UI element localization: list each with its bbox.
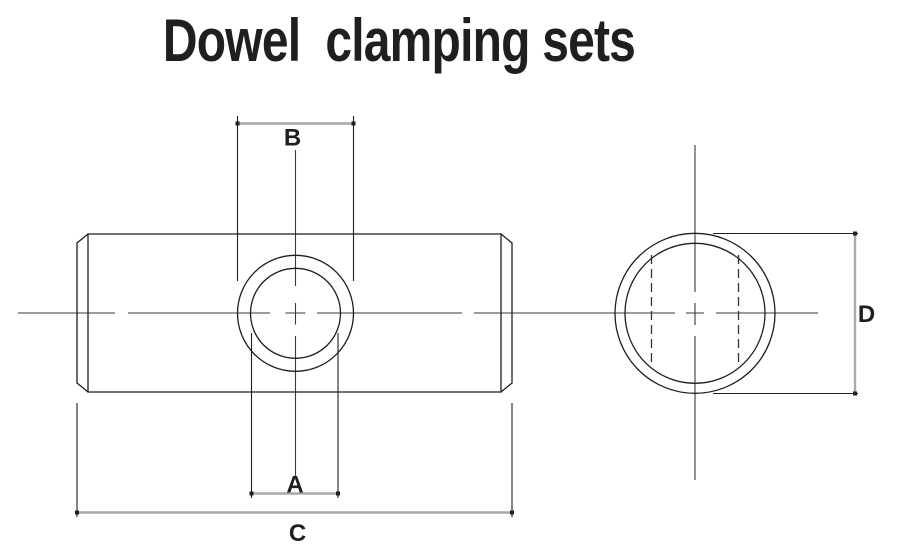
dim-c-extension-lines xyxy=(76,403,513,517)
dim-a-tick-right xyxy=(336,491,340,496)
dim-c-tick-left xyxy=(75,510,79,515)
chamfer-circle xyxy=(624,242,766,384)
centerlines xyxy=(18,145,818,480)
drawing-title: Dowel clamping sets xyxy=(162,7,636,74)
dim-b-tick-right xyxy=(351,121,356,126)
dimension-b: B xyxy=(235,116,356,281)
dim-d-tick-top xyxy=(853,231,857,236)
side-view xyxy=(76,233,513,393)
dim-c-label: C xyxy=(289,520,306,547)
pin-outer-circle xyxy=(614,232,776,394)
dimension-c: C xyxy=(75,403,514,547)
counterbore-circle xyxy=(236,254,355,372)
dim-a-extension-lines xyxy=(250,333,339,498)
dim-d-extension-lines xyxy=(713,232,858,395)
dim-d-label: D xyxy=(858,301,875,328)
dim-b-tick-left xyxy=(235,121,240,126)
through-hole-circle xyxy=(249,267,342,359)
dim-b-label: B xyxy=(284,125,301,152)
end-view xyxy=(614,232,776,394)
dimension-a: A xyxy=(249,333,340,499)
dim-a-label: A xyxy=(286,472,303,499)
dim-b-extension-lines xyxy=(236,116,355,281)
dimension-d: D xyxy=(713,231,875,396)
dim-d-tick-bottom xyxy=(853,391,857,396)
dim-c-tick-right xyxy=(510,510,514,515)
dim-a-tick-left xyxy=(249,491,254,496)
pin-body-outline xyxy=(76,233,513,393)
